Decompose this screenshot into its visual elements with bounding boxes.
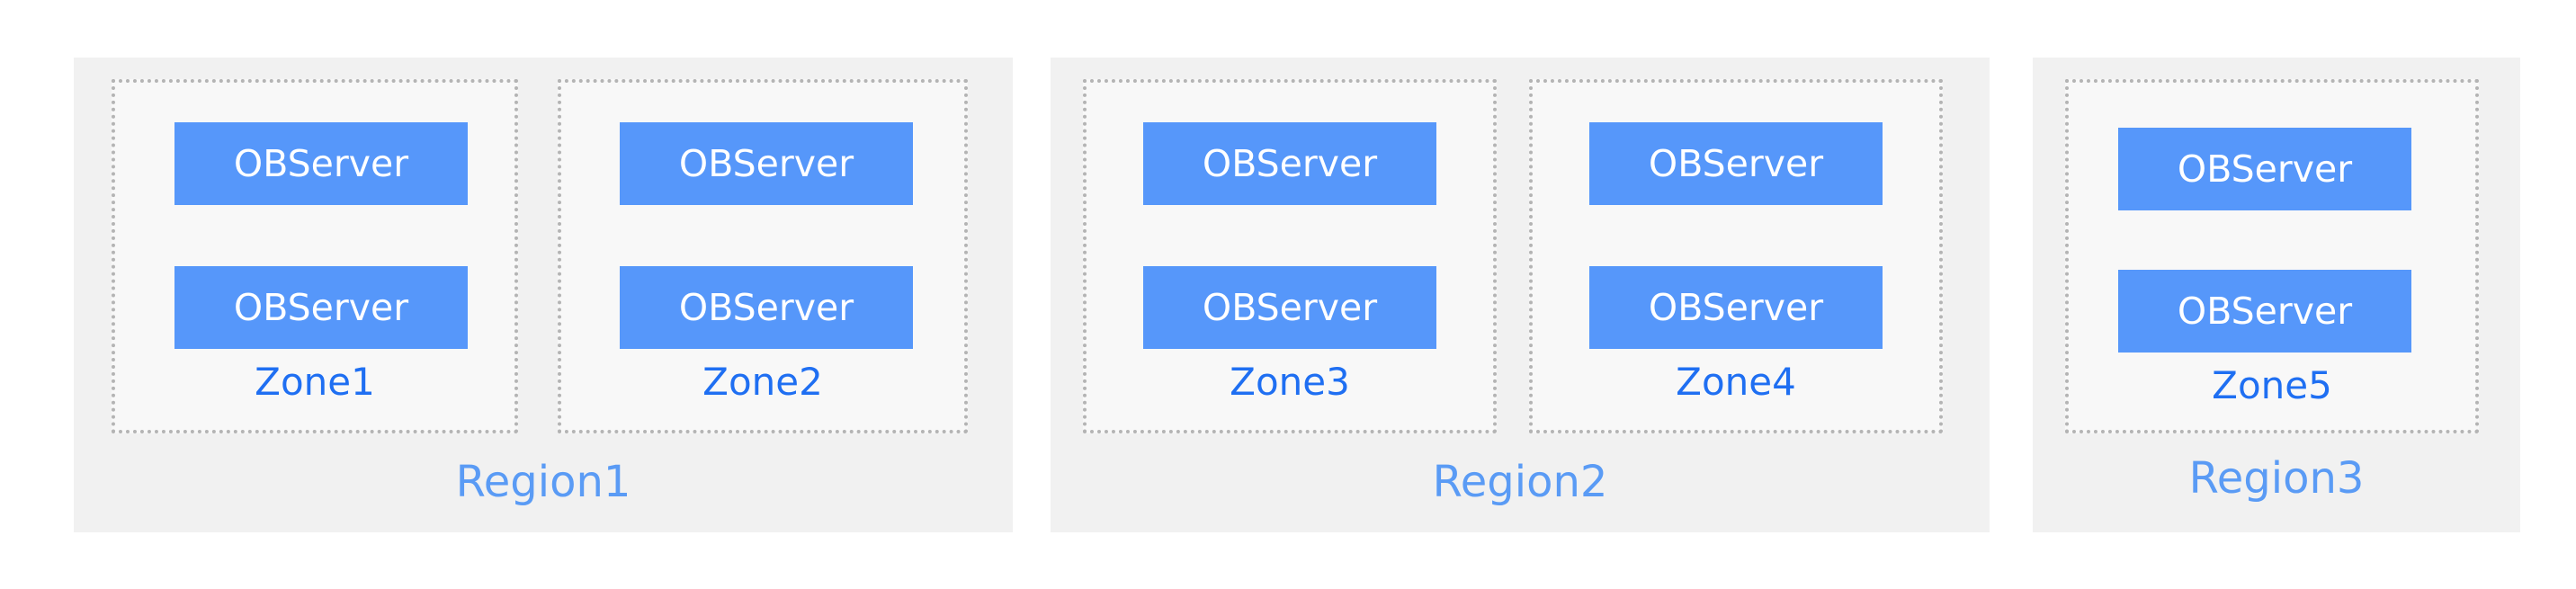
region-label: Region3 [2188, 453, 2365, 504]
observer-node: OBServer [1143, 122, 1436, 205]
zone-2: OBServer OBServer Zone2 [558, 79, 968, 433]
observer-node: OBServer [174, 266, 468, 349]
observer-node: OBServer [1589, 266, 1883, 349]
region-label: Region1 [455, 457, 631, 507]
region-1: OBServer OBServer Zone1 OBServer OBServe… [74, 58, 1013, 532]
region-2: OBServer OBServer Zone3 OBServer OBServe… [1051, 58, 1990, 532]
observer-node: OBServer [1143, 266, 1436, 349]
zone-3: OBServer OBServer Zone3 [1083, 79, 1497, 433]
observer-node: OBServer [174, 122, 468, 205]
zone-5: OBServer OBServer Zone5 [2065, 79, 2479, 433]
observer-node: OBServer [620, 122, 913, 205]
zone-1: OBServer OBServer Zone1 [112, 79, 518, 433]
region-label: Region2 [1432, 457, 1608, 507]
observer-node: OBServer [2118, 270, 2411, 353]
region-3: OBServer OBServer Zone5 Region3 [2033, 58, 2520, 532]
zone-label: Zone1 [255, 360, 375, 404]
zone-label: Zone5 [2212, 363, 2332, 407]
zone-label: Zone4 [1676, 360, 1796, 404]
observer-node: OBServer [1589, 122, 1883, 205]
zone-label: Zone3 [1230, 360, 1350, 404]
zone-4: OBServer OBServer Zone4 [1529, 79, 1943, 433]
observer-node: OBServer [2118, 128, 2411, 210]
observer-node: OBServer [620, 266, 913, 349]
zone-label: Zone2 [702, 360, 823, 404]
